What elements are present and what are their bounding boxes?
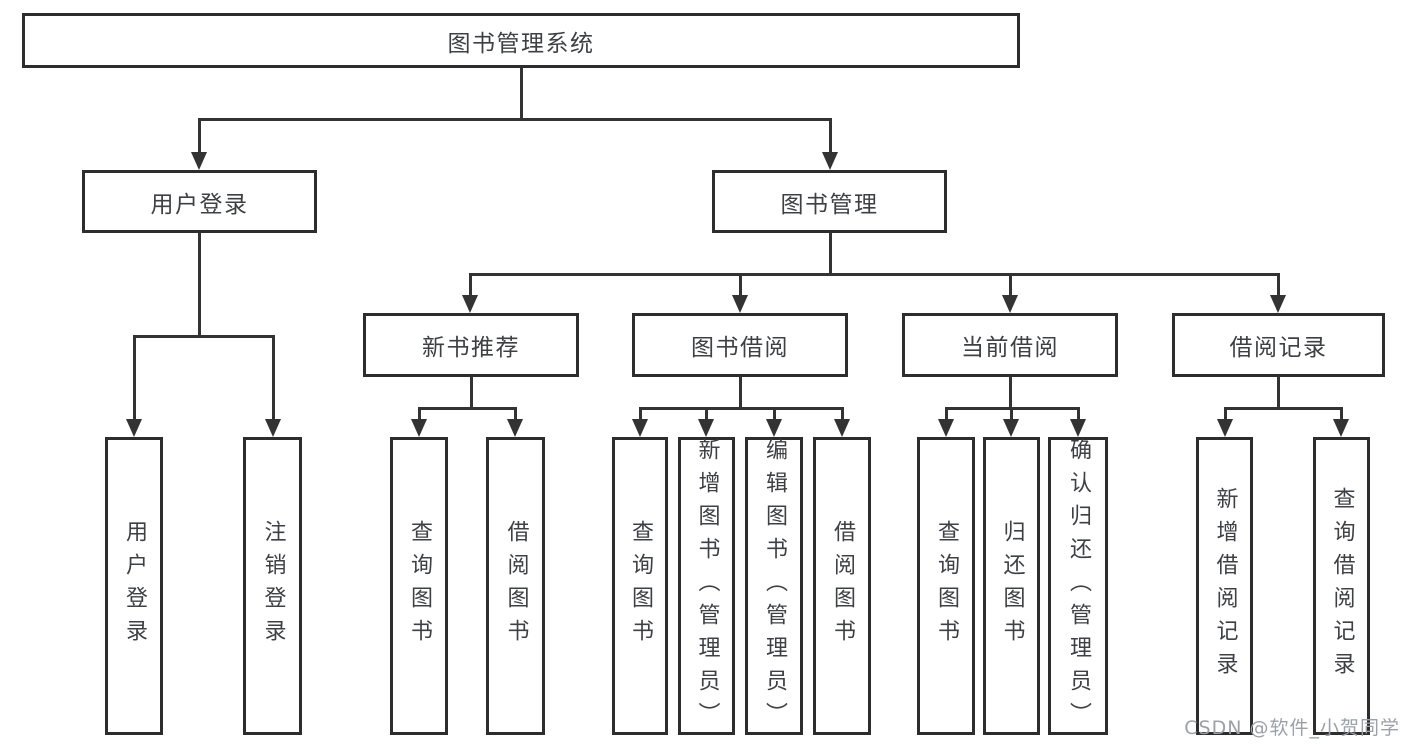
- leaf-user-login: 用户登录: [105, 437, 163, 735]
- connector-line: [417, 407, 421, 419]
- connector-line: [468, 273, 472, 295]
- connector-line: [1223, 407, 1343, 410]
- connector-line: [132, 335, 275, 338]
- leaf-label: 查询图书: [934, 520, 959, 652]
- leaf-logout: 注销登录: [243, 437, 302, 735]
- arrow-down-icon: [938, 419, 954, 437]
- leaf-label: 查询借阅记录: [1329, 487, 1355, 685]
- leaf-label: 编辑图书（管理员）: [762, 437, 787, 735]
- arrow-down-icon: [698, 419, 714, 437]
- arrow-down-icon: [265, 419, 281, 437]
- arrow-down-icon: [411, 419, 427, 437]
- connector-line: [1276, 273, 1280, 295]
- leaf-query-books-3: 查询图书: [917, 437, 975, 735]
- connector-line: [519, 68, 523, 118]
- leaf-label: 新增图书（管理员）: [694, 437, 720, 735]
- connector-line: [198, 233, 201, 335]
- leaf-label: 查询图书: [407, 520, 432, 652]
- connector-line: [1223, 407, 1227, 419]
- connector-line: [638, 407, 844, 410]
- connector-line: [1339, 407, 1343, 419]
- connector-line: [704, 407, 708, 419]
- leaf-add-book-admin: 新增图书（管理员）: [678, 437, 735, 735]
- arrow-down-icon: [507, 419, 523, 437]
- csdn-watermark: CSDN @软件_小贺同学: [1184, 717, 1400, 739]
- leaf-query-books-1: 查询图书: [390, 437, 448, 735]
- node-current-borrow: 当前借阅: [902, 313, 1118, 377]
- leaf-query-books-2: 查询图书: [612, 437, 668, 735]
- arrow-down-icon: [632, 419, 648, 437]
- node-root: 图书管理系统: [22, 13, 1020, 68]
- connector-line: [1076, 407, 1080, 419]
- connector-line: [828, 118, 832, 152]
- connector-line: [197, 118, 201, 152]
- connector-line: [1008, 377, 1012, 407]
- leaf-add-borrow-record: 新增借阅记录: [1196, 437, 1253, 735]
- arrow-down-icon: [126, 419, 142, 437]
- connector-line: [738, 273, 742, 295]
- arrow-down-icon: [462, 295, 478, 313]
- leaf-label: 确认归还（管理员）: [1066, 437, 1091, 735]
- connector-line: [197, 118, 832, 121]
- arrow-down-icon: [766, 419, 782, 437]
- connector-line: [1008, 273, 1012, 295]
- connector-line: [738, 377, 742, 407]
- arrow-down-icon: [1070, 419, 1086, 437]
- arrow-down-icon: [732, 295, 748, 313]
- node-book-borrow: 图书借阅: [632, 313, 848, 377]
- node-book-management: 图书管理: [712, 170, 947, 233]
- arrow-down-icon: [822, 152, 838, 170]
- leaf-edit-book-admin: 编辑图书（管理员）: [745, 437, 803, 735]
- leaf-return-book: 归还图书: [983, 437, 1040, 735]
- connector-line: [1276, 377, 1280, 407]
- leaf-query-borrow-record: 查询借阅记录: [1313, 437, 1370, 735]
- connector-line: [468, 273, 1280, 276]
- connector-line: [944, 407, 948, 419]
- arrow-down-icon: [1333, 419, 1349, 437]
- arrow-down-icon: [1003, 419, 1019, 437]
- leaf-borrow-books-1: 借阅图书: [486, 437, 545, 735]
- node-borrow-records: 借阅记录: [1172, 313, 1385, 377]
- leaf-confirm-return-admin: 确认归还（管理员）: [1048, 437, 1108, 735]
- connector-line: [840, 407, 844, 419]
- connector-line: [772, 407, 776, 419]
- connector-line: [513, 407, 517, 419]
- arrow-down-icon: [1270, 295, 1286, 313]
- node-user-login: 用户登录: [82, 170, 317, 233]
- leaf-label: 用户登录: [122, 520, 147, 652]
- connector-line: [132, 335, 136, 419]
- arrow-down-icon: [1002, 295, 1018, 313]
- arrow-down-icon: [834, 419, 850, 437]
- connector-line: [469, 377, 473, 407]
- leaf-label: 借阅图书: [503, 520, 529, 652]
- leaf-label: 新增借阅记录: [1212, 487, 1238, 685]
- leaf-label: 注销登录: [260, 520, 286, 652]
- leaf-label: 归还图书: [999, 520, 1025, 652]
- leaf-borrow-books-2: 借阅图书: [813, 437, 871, 735]
- leaf-label: 查询图书: [628, 520, 653, 652]
- connector-line: [638, 407, 642, 419]
- arrow-down-icon: [191, 152, 207, 170]
- connector-line: [271, 335, 275, 419]
- arrow-down-icon: [1217, 419, 1233, 437]
- connector-line: [417, 407, 517, 410]
- connector-line: [1009, 407, 1013, 419]
- connector-line: [828, 233, 832, 273]
- leaf-label: 借阅图书: [830, 520, 855, 652]
- node-new-book-recommend: 新书推荐: [363, 313, 579, 377]
